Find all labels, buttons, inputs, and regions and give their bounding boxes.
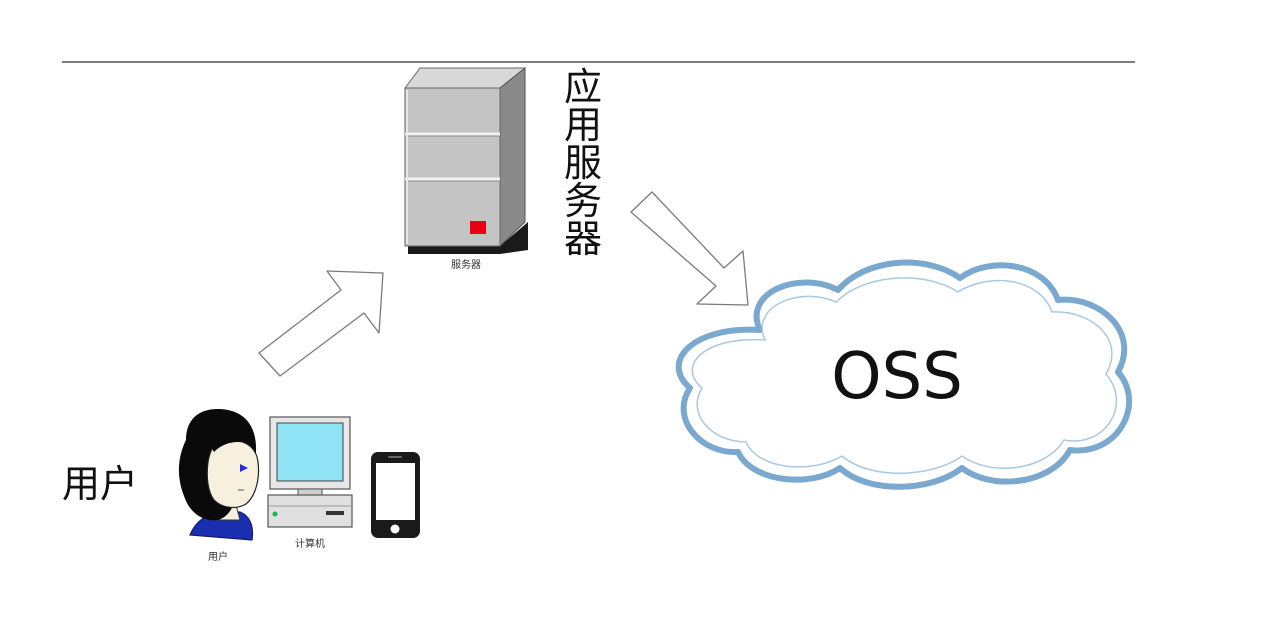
arrow-server-to-oss [630,191,749,306]
server-icon [404,66,528,254]
oss-cloud-icon [675,259,1132,490]
server-led [470,221,486,234]
oss-label: OSS [831,340,963,414]
app-server-label: 应 用 服 务 器 [564,65,602,261]
arrow-user-to-server [258,270,384,377]
computer-icon [267,416,353,528]
app-server-char: 务 [564,179,602,223]
server-caption: 服务器 [451,258,481,271]
app-server-char: 用 [564,103,602,147]
computer-caption: 计算机 [295,537,325,550]
monitor-screen [276,422,344,482]
smartphone-icon [371,452,420,538]
person-caption: 用户 [208,550,228,563]
user-label: 用户 [62,462,138,506]
app-server-char: 服 [564,141,602,185]
app-server-char: 应 [564,65,602,109]
app-server-char: 器 [564,217,602,261]
person-icon [178,409,260,541]
